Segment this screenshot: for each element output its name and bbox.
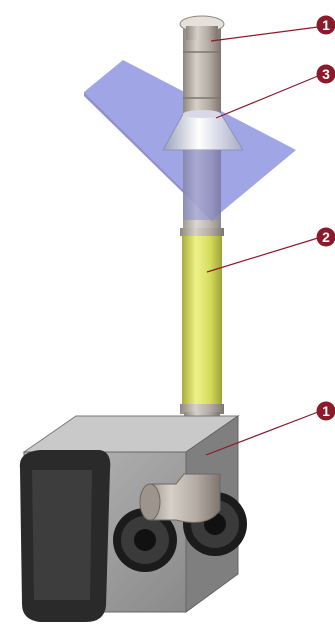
leader-line-callout-3 [216,76,318,118]
insulated-flue-pipe [182,236,222,406]
callout-badge-1-top [317,16,335,35]
leader-line-callout-1-top [211,27,318,41]
callout-badge-2 [317,228,335,247]
callout-badge-3 [317,65,335,84]
leader-line-callout-2 [207,238,318,272]
callout-badge-1-bottom [317,402,335,421]
